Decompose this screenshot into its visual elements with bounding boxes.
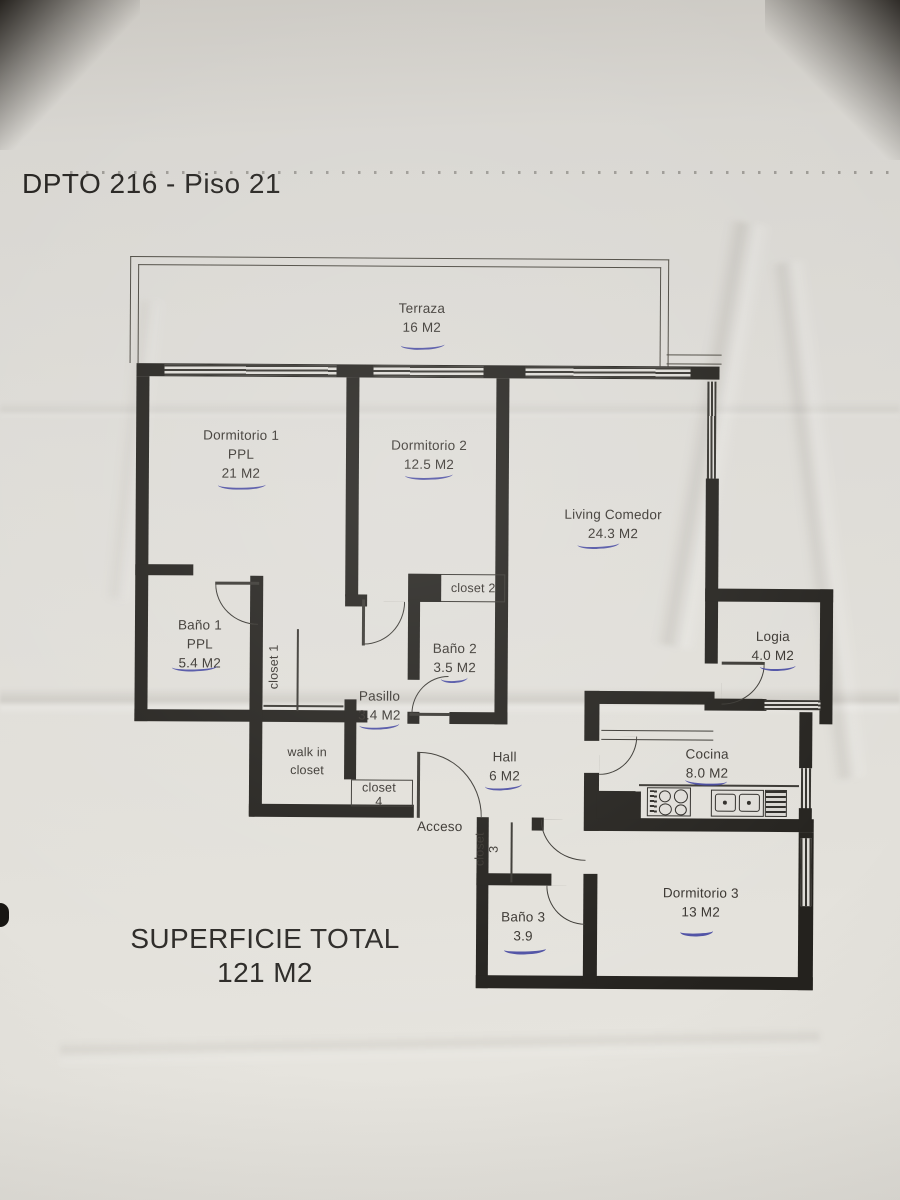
pen-underline-living bbox=[577, 539, 620, 550]
window-dormitorio2 bbox=[373, 365, 484, 378]
wall-south bbox=[475, 975, 813, 991]
total-area-label: SUPERFICIE TOTAL bbox=[130, 923, 400, 954]
wall-cocina-east-lower bbox=[798, 808, 812, 833]
wall-living-east bbox=[704, 478, 719, 664]
window-living bbox=[525, 366, 691, 379]
total-area-value: 121 M2 bbox=[217, 957, 313, 989]
wall-dorm1-dorm2 bbox=[345, 377, 360, 597]
plan-title: DPTO 216 - Piso 21 bbox=[22, 168, 282, 199]
door-arc-dorm2 bbox=[363, 601, 406, 645]
label-acceso: Acceso bbox=[416, 818, 463, 835]
total-area: SUPERFICIE TOTAL 121 M2 bbox=[110, 922, 420, 990]
wall-logia-north bbox=[705, 588, 834, 603]
pen-underline-bano2 bbox=[440, 674, 468, 684]
label-closet1: closet 1 bbox=[266, 644, 281, 690]
pen-underline-dormitorio2 bbox=[404, 471, 453, 481]
pen-underline-dormitorio1 bbox=[217, 481, 266, 490]
sink-icon bbox=[710, 789, 764, 817]
wall-logia-east bbox=[819, 589, 834, 725]
wall-bano2-south bbox=[449, 711, 508, 725]
door-arc-cocina bbox=[599, 735, 638, 776]
hole-punch-mark bbox=[0, 903, 9, 927]
window-logia-south bbox=[764, 699, 821, 711]
wall-bano1-north bbox=[135, 564, 194, 576]
wall-cocina-east-upper bbox=[799, 712, 813, 769]
dish-rack-icon bbox=[764, 789, 787, 818]
door-arc-dorm3 bbox=[540, 819, 586, 861]
window-living-east bbox=[706, 381, 717, 479]
terrace-railing-step bbox=[666, 354, 722, 365]
wall-west bbox=[134, 376, 150, 722]
wall-living-south bbox=[584, 690, 715, 705]
window-dormitorio3 bbox=[800, 838, 812, 907]
pen-underline-dormitorio3 bbox=[679, 927, 714, 937]
wall-cocina-west-upper bbox=[584, 690, 600, 741]
wall-cocina-counter-stub bbox=[596, 790, 641, 820]
wall-dorm3-north bbox=[584, 817, 814, 833]
window-dormitorio1 bbox=[164, 364, 337, 377]
pen-underline-logia bbox=[759, 662, 796, 672]
pen-underline-bano3 bbox=[503, 944, 547, 956]
pen-underline-hall bbox=[484, 781, 523, 792]
pen-underline-pasillo bbox=[359, 720, 400, 731]
closet2-block bbox=[408, 573, 442, 602]
stove-icon bbox=[646, 787, 691, 817]
label-closet2: closet 2 bbox=[450, 581, 496, 596]
wall-dorm2-living bbox=[494, 378, 510, 725]
